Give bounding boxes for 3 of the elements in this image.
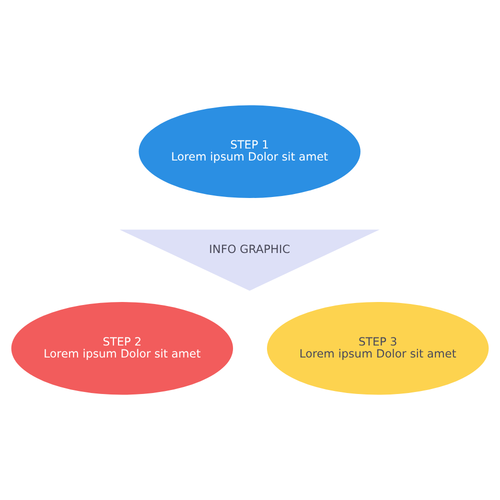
node-ellipse: STEP 2 Lorem ipsum Dolor sit amet [11, 302, 234, 395]
node-ellipse: STEP 3 Lorem ipsum Dolor sit amet [266, 302, 489, 395]
node-ellipse: STEP 1 Lorem ipsum Dolor sit amet [138, 105, 360, 198]
